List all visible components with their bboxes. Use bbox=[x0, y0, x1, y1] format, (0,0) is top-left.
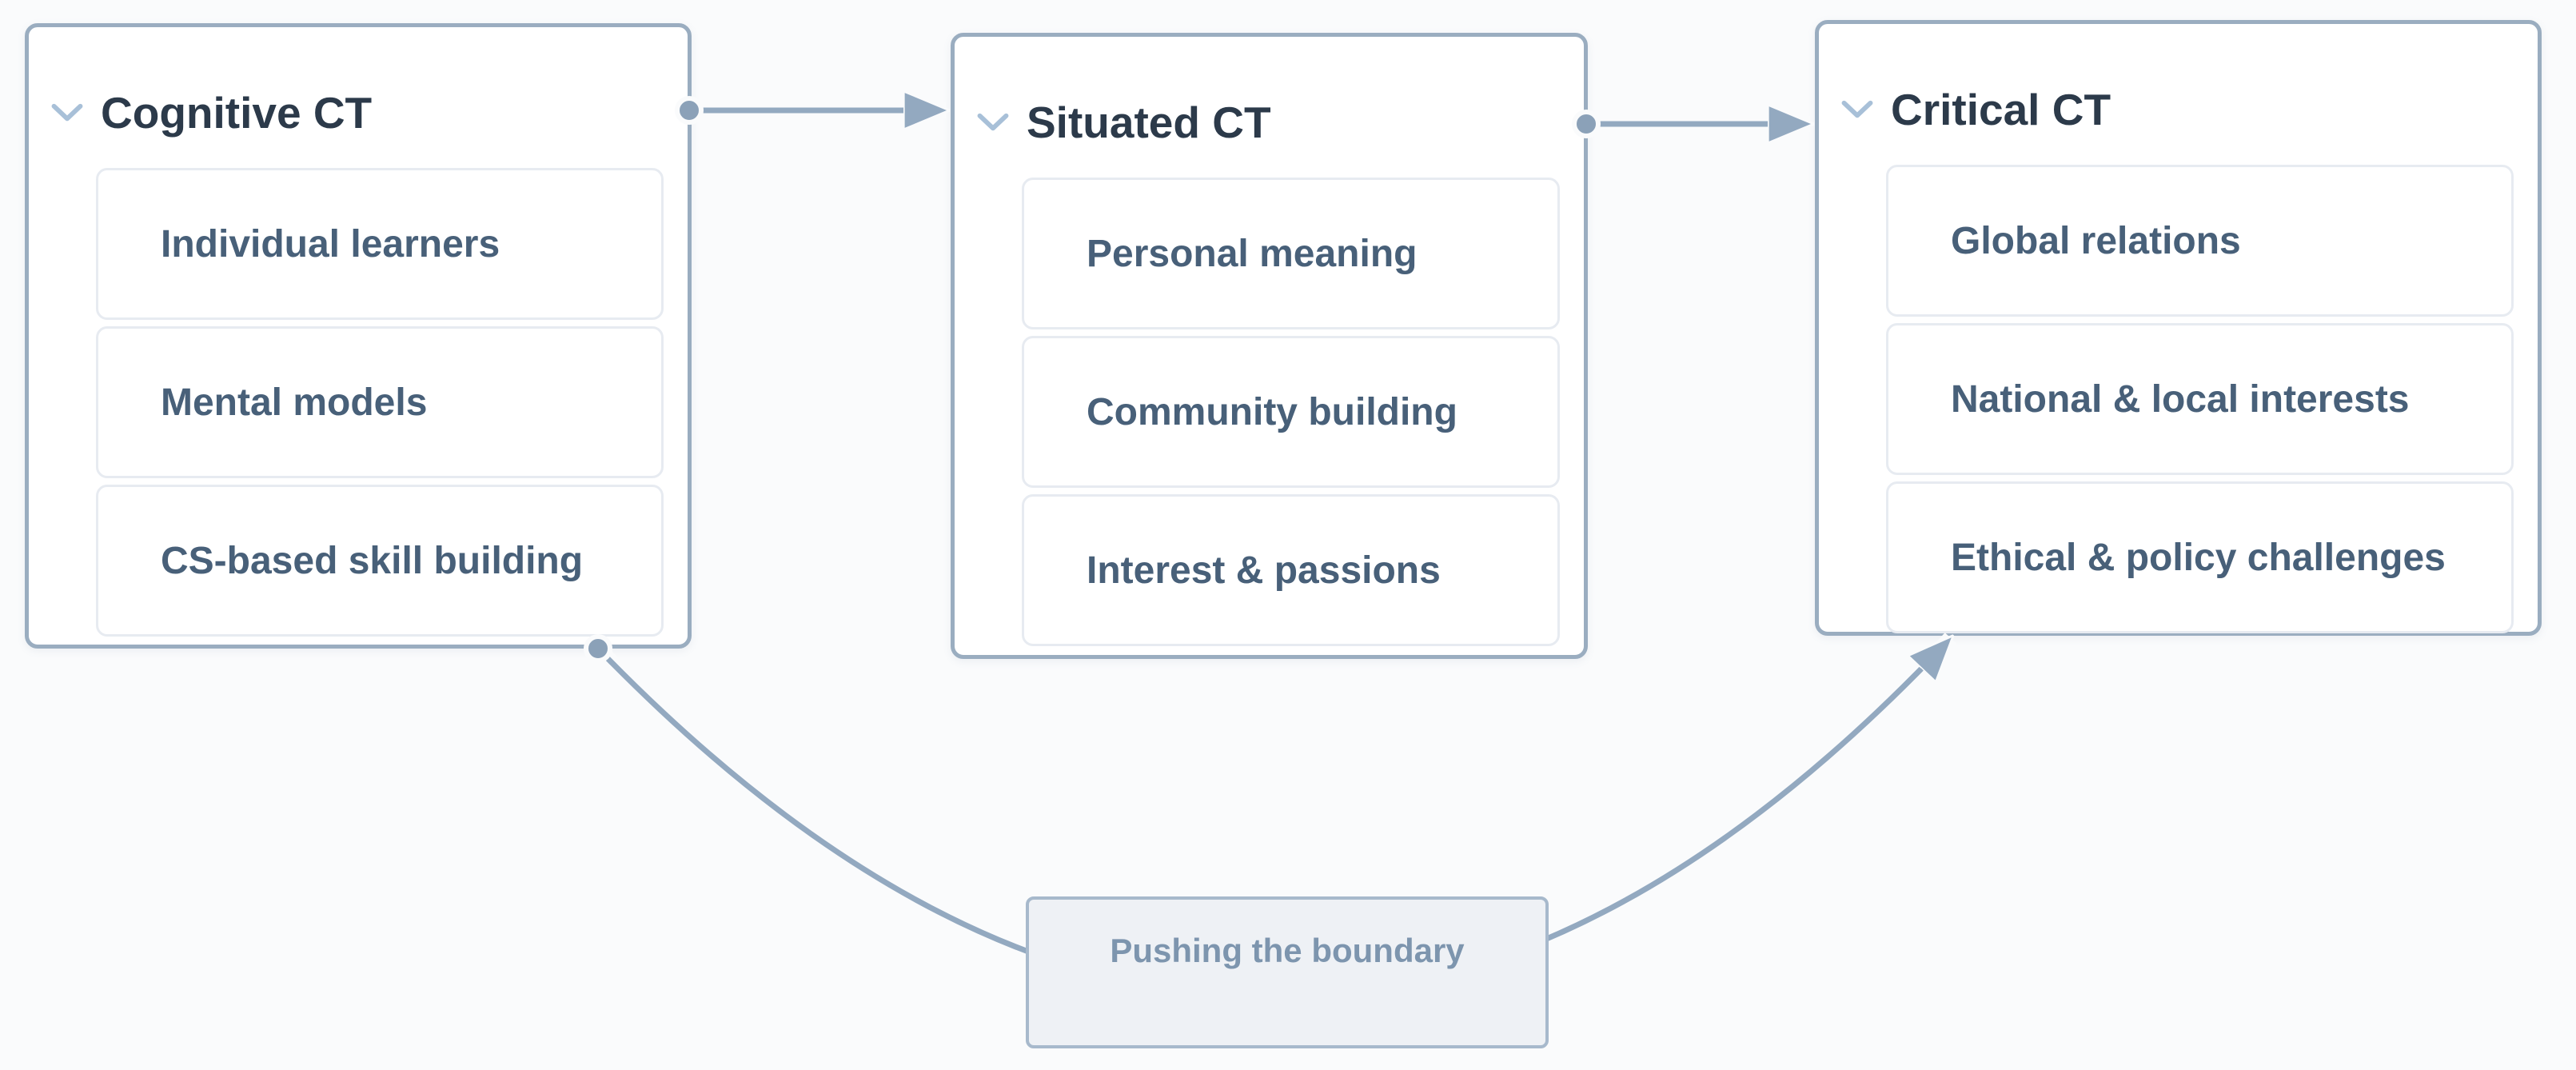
boundary-label-box[interactable]: Pushing the boundary bbox=[1026, 896, 1549, 1048]
child-node[interactable]: Mental models bbox=[96, 326, 664, 478]
child-node-label: Personal meaning bbox=[1087, 232, 1418, 275]
child-node-list: Global relations National & local intere… bbox=[1886, 165, 2514, 633]
node-cognitive-ct[interactable]: Cognitive CT Individual learners Mental … bbox=[25, 23, 692, 649]
child-node[interactable]: Individual learners bbox=[96, 168, 664, 320]
child-node[interactable]: Global relations bbox=[1886, 165, 2514, 317]
node-critical-ct[interactable]: Critical CT Global relations National & … bbox=[1815, 20, 2542, 636]
child-node[interactable]: National & local interests bbox=[1886, 323, 2514, 475]
boundary-label: Pushing the boundary bbox=[1110, 932, 1465, 969]
child-node-list: Individual learners Mental models CS-bas… bbox=[96, 168, 664, 637]
node-title: Situated CT bbox=[1027, 98, 1271, 147]
chevron-down-icon[interactable] bbox=[975, 110, 1011, 134]
chevron-down-icon[interactable] bbox=[1840, 98, 1875, 122]
chevron-down-icon[interactable] bbox=[50, 101, 85, 125]
child-node[interactable]: Community building bbox=[1022, 336, 1560, 488]
child-node[interactable]: CS-based skill building bbox=[96, 485, 664, 637]
child-node-label: Interest & passions bbox=[1087, 549, 1441, 592]
child-node-label: National & local interests bbox=[1951, 377, 2410, 421]
node-header: Situated CT bbox=[975, 96, 1560, 149]
child-node[interactable]: Ethical & policy challenges bbox=[1886, 481, 2514, 633]
node-header: Critical CT bbox=[1840, 83, 2514, 136]
child-node[interactable]: Personal meaning bbox=[1022, 178, 1560, 329]
child-node-label: CS-based skill building bbox=[161, 539, 584, 582]
node-title: Critical CT bbox=[1891, 85, 2111, 134]
child-node-label: Mental models bbox=[161, 381, 428, 424]
child-node-label: Ethical & policy challenges bbox=[1951, 536, 2446, 579]
node-situated-ct[interactable]: Situated CT Personal meaning Community b… bbox=[951, 33, 1588, 659]
node-header: Cognitive CT bbox=[50, 86, 664, 139]
child-node-list: Personal meaning Community building Inte… bbox=[1022, 178, 1560, 646]
child-node[interactable]: Interest & passions bbox=[1022, 494, 1560, 646]
child-node-label: Community building bbox=[1087, 390, 1457, 433]
child-node-label: Global relations bbox=[1951, 219, 2241, 262]
node-title: Cognitive CT bbox=[101, 88, 373, 138]
child-node-label: Individual learners bbox=[161, 222, 500, 266]
